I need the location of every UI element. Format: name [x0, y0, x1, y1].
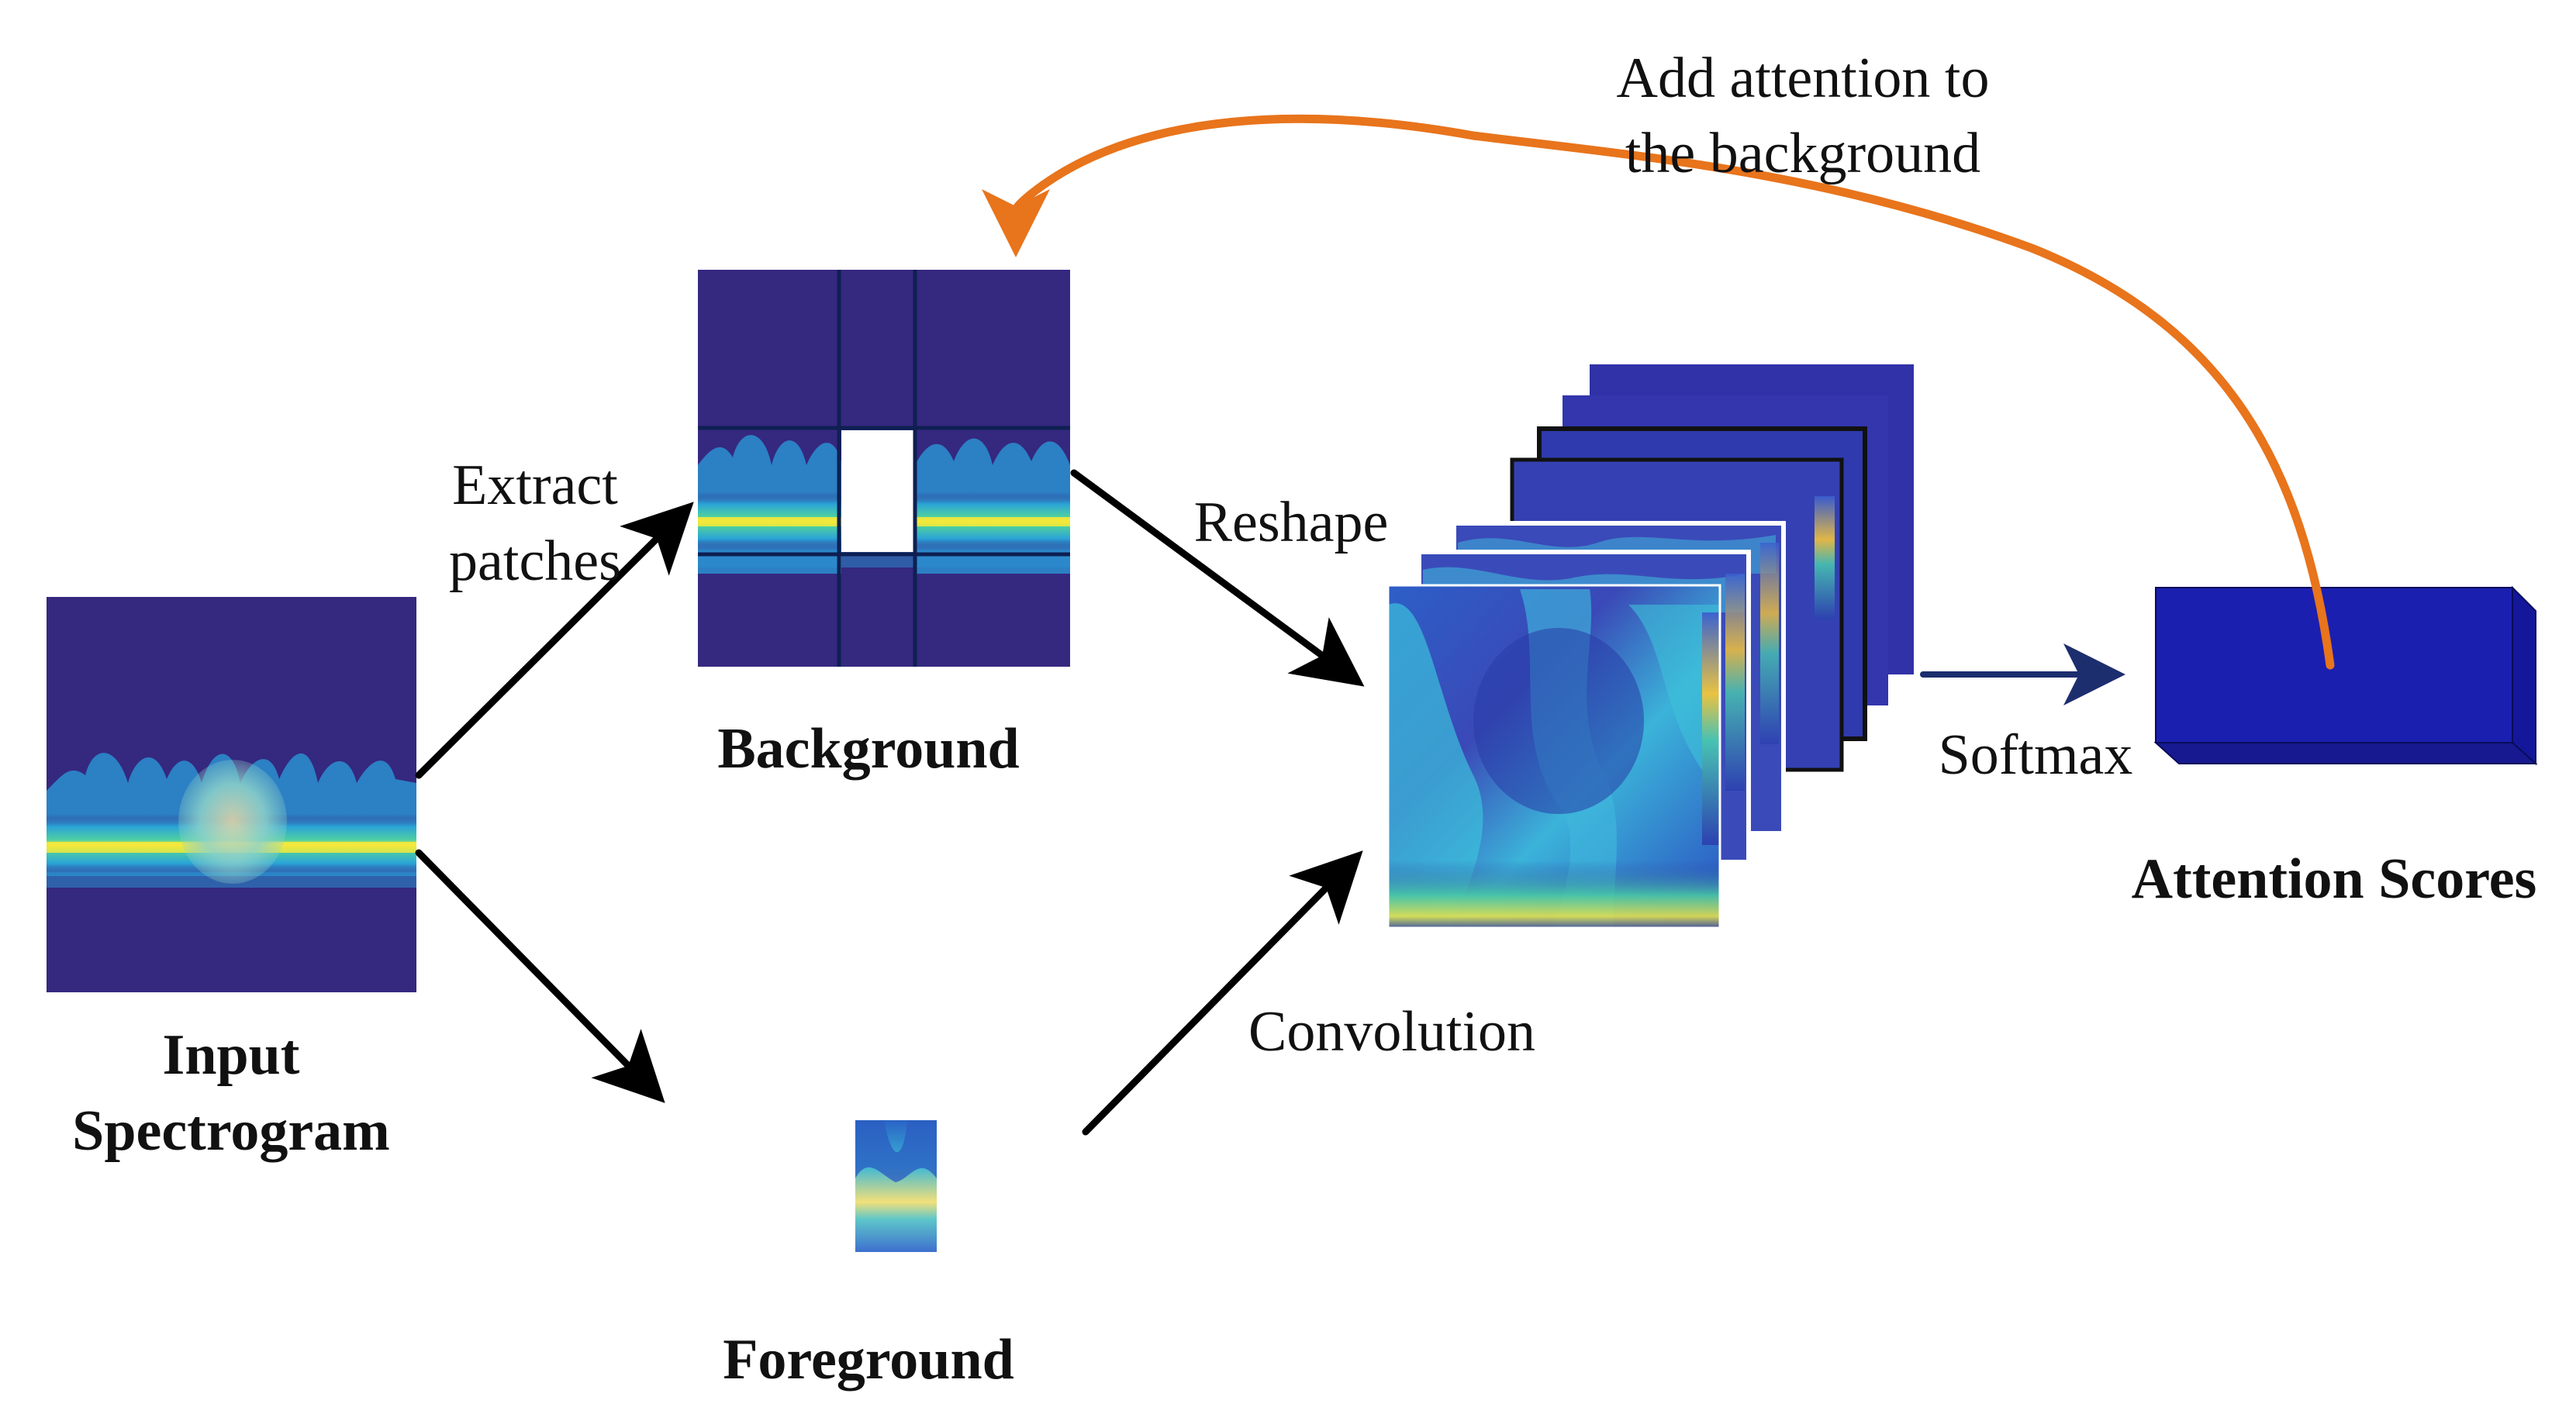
foreground-hole — [841, 430, 915, 552]
reshape-label: Reshape — [1194, 491, 1389, 554]
arrow-to-foreground — [415, 849, 665, 1103]
add-attention-label-line2: the background — [1625, 122, 1980, 185]
foreground-patch — [855, 1120, 937, 1252]
extract-patches-label-line1: Extract — [452, 454, 618, 517]
softmax-label: Softmax — [1939, 723, 2133, 787]
convolution-label: Convolution — [1248, 1000, 1535, 1064]
background-patches — [698, 270, 1070, 667]
arrow-reshape — [1070, 469, 1365, 687]
add-attention-label-line1: Add attention to — [1617, 47, 1990, 110]
arrow-add-attention — [981, 114, 2335, 670]
text-labels: Input Spectrogram Background Foreground … — [72, 47, 2536, 1392]
input-label-line2: Spectrogram — [72, 1099, 390, 1163]
foreground-label: Foreground — [723, 1328, 1014, 1392]
attention-scores-label: Attention Scores — [2132, 847, 2537, 911]
feature-map-front — [1386, 584, 1721, 930]
input-label-line1: Input — [163, 1023, 300, 1087]
attention-scores-block — [2153, 585, 2538, 766]
feature-map-stack — [1386, 364, 1914, 930]
arrow-extract-patches — [415, 502, 694, 779]
extract-patches-label-line2: patches — [449, 529, 621, 593]
input-spectrogram — [47, 597, 416, 992]
arrow-convolution — [1082, 850, 1363, 1136]
arrows — [415, 114, 2335, 1136]
background-label: Background — [717, 717, 1019, 781]
